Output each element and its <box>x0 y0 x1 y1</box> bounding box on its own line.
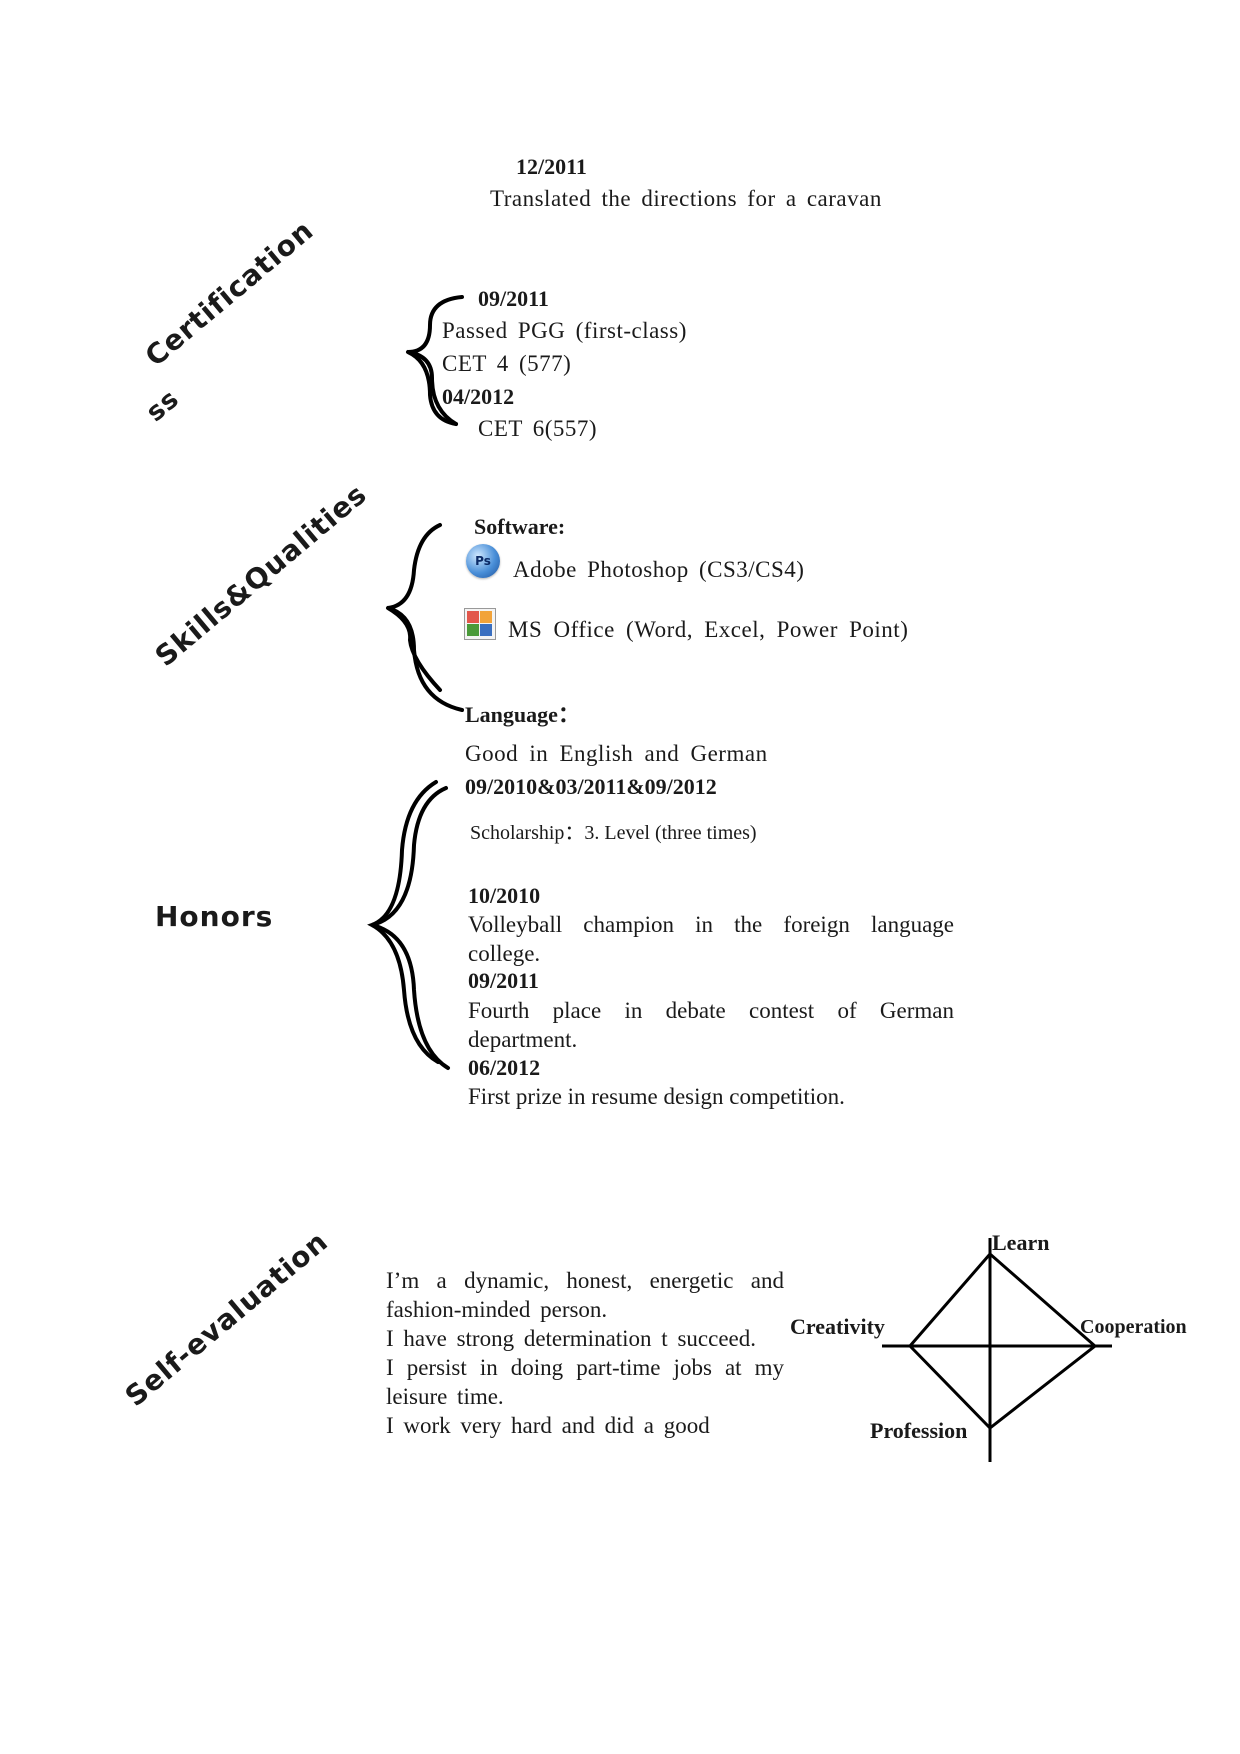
diagram-label-profession: Profession <box>870 1418 968 1443</box>
cert-item-3: CET 6(557) <box>478 416 598 441</box>
diagram-label-learn: Learn <box>992 1230 1050 1255</box>
self-eval-line-1: I’m a dynamic, honest, energetic and fas… <box>386 1268 784 1322</box>
honor-date-4: 06/2012 <box>468 1055 541 1080</box>
cert-date-1: 09/2011 <box>478 286 549 311</box>
self-eval-line-3: I persist in doing part-time jobs at my … <box>386 1355 784 1409</box>
honor-text-4: First prize in resume design competition… <box>468 1084 845 1109</box>
cert-item-2: CET 4 (577) <box>442 351 572 376</box>
translation-text: Translated the directions for a caravan <box>490 186 882 211</box>
honor-text-2: Volleyball champion in the foreign langu… <box>468 912 954 966</box>
cert-date-2: 04/2012 <box>442 384 515 409</box>
diagram-label-cooperation: Cooperation <box>1080 1316 1187 1338</box>
self-eval-line-4: I work very hard and did a good <box>386 1413 710 1438</box>
photoshop-icon: Ps <box>466 544 500 578</box>
skills-diamond-diagram <box>882 1238 1112 1462</box>
honor-date-1: 09/2010&03/2011&09/2012 <box>465 774 717 799</box>
honor-text-1: Scholarship：3. Level (three times) <box>470 822 757 844</box>
software-label: Software: <box>474 514 566 539</box>
honor-date-3: 09/2011 <box>468 968 539 993</box>
self-evaluation-text: I’m a dynamic, honest, energetic and fas… <box>386 1266 784 1464</box>
self-eval-line-2: I have strong determination t succeed. <box>386 1326 756 1351</box>
translation-date: 12/2011 <box>516 154 587 179</box>
honor-text-3: Fourth place in debate contest of German… <box>468 998 954 1052</box>
software-item-photoshop: Adobe Photoshop (CS3/CS4) <box>513 557 805 582</box>
diagram-label-creativity: Creativity <box>790 1314 885 1339</box>
language-label: Language： <box>465 702 580 727</box>
cert-item-1: Passed PGG (first-class) <box>442 318 687 343</box>
section-heading-honors: Honors <box>155 900 274 933</box>
software-item-ms-office: MS Office (Word, Excel, Power Point) <box>508 617 909 642</box>
language-text: Good in English and German <box>465 741 768 766</box>
honor-date-2: 10/2010 <box>468 883 541 908</box>
ms-office-icon <box>464 608 496 640</box>
